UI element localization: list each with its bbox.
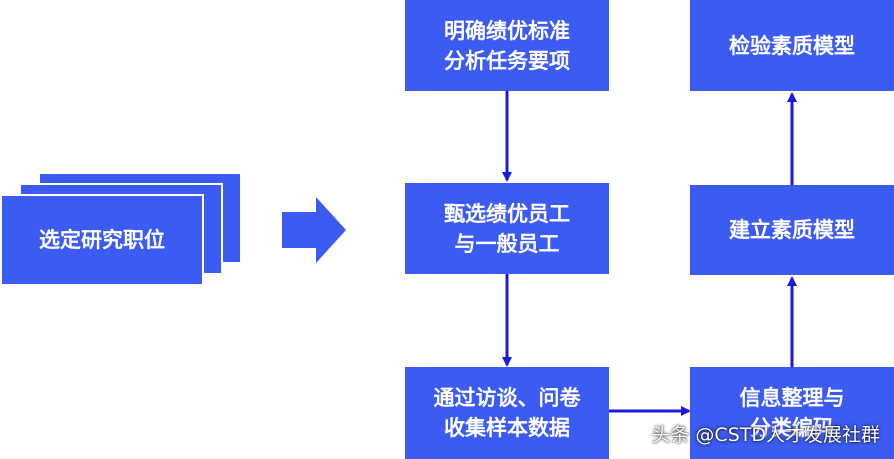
node-n2-line-2: 与一般员工 [454,231,560,256]
node-n6-line-1: 检验素质模型 [729,33,855,58]
node-n2-line-1: 甄选绩优员工 [444,201,570,226]
node-n1-line-2: 分析任务要项 [444,48,570,73]
node-n3: 通过访谈、问卷 收集样本数据 [405,367,609,459]
node-n1-line-1: 明确绩优标准 [444,18,570,43]
start-node-label: 选定研究职位 [39,228,165,252]
node-n5-line-1: 建立素质模型 [729,218,855,242]
start-node: 选定研究职位 [0,194,204,286]
watermark: 头条 @CSTD人才发展社群 [651,424,880,446]
node-n3-line-1: 通过访谈、问卷 [433,386,581,410]
node-n2: 甄选绩优员工 与一般员工 [405,183,609,274]
node-n4-line-1: 信息整理与 [739,386,845,410]
node-n5: 建立素质模型 [690,185,894,275]
node-n3-line-2: 收集样本数据 [444,416,570,440]
block-arrow [282,197,346,263]
node-n4: 信息整理与 分类编码 [690,367,894,459]
node-n4-line-2: 分类编码 [750,416,834,440]
node-n1: 明确绩优标准 分析任务要项 [405,0,609,91]
node-n6: 检验素质模型 [690,0,894,91]
